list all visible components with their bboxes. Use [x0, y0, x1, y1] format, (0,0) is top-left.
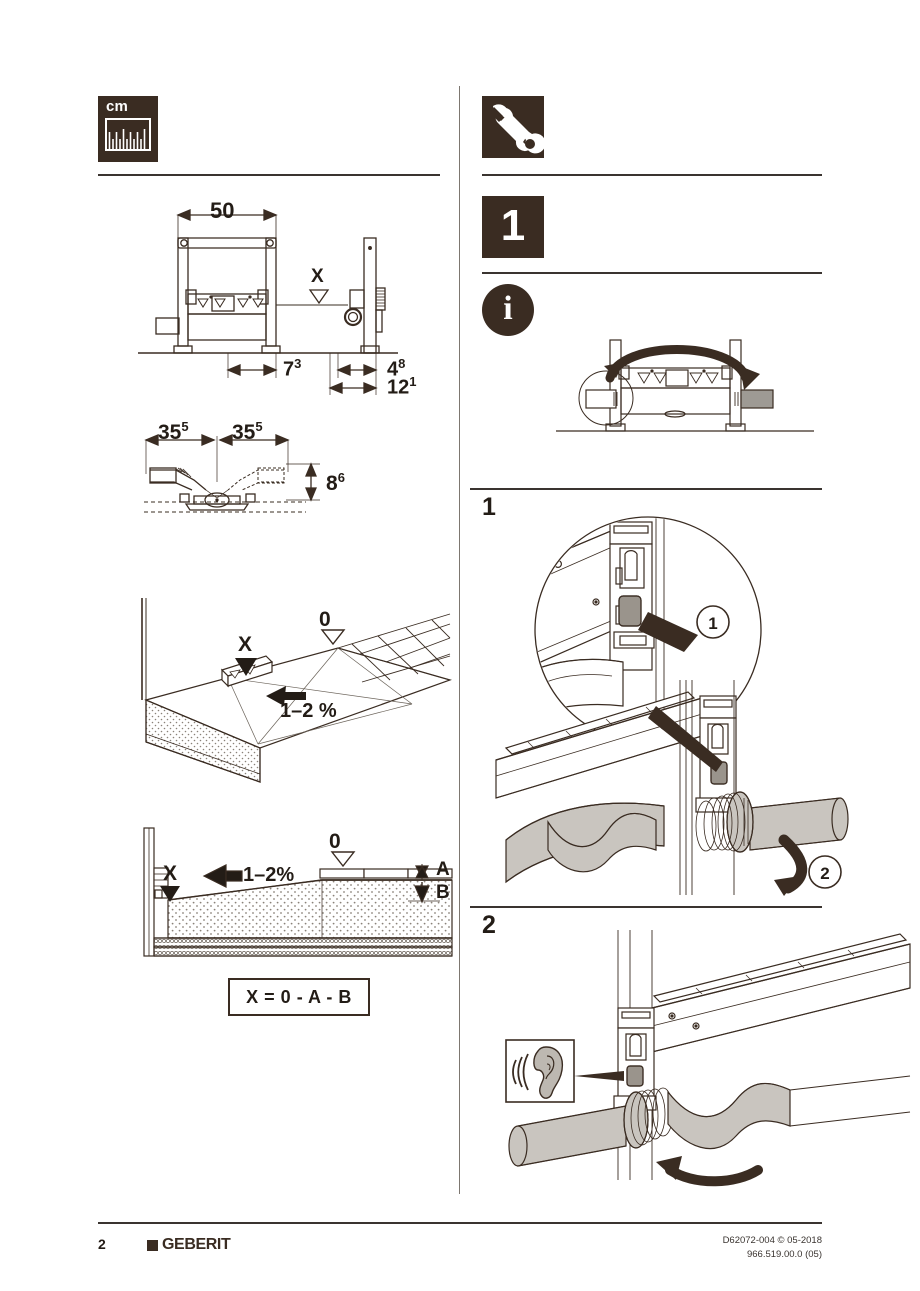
isometric-floor-drawing: 0 X 1–2 % — [100, 592, 452, 792]
footer-divider — [98, 1222, 822, 1224]
step-1-number: 1 — [482, 493, 496, 521]
formula-box: X = 0 - A - B — [228, 978, 370, 1016]
step-1-divider — [470, 488, 822, 490]
dim-marker-x: X — [311, 266, 324, 287]
step-2-illustration — [500, 930, 911, 1190]
swivel-dim-height: 86 — [326, 470, 345, 495]
section-slope-label: 1–2% — [243, 864, 295, 886]
dim-label-50: 50 — [210, 198, 235, 223]
info-diagram — [548, 339, 823, 460]
page-number: 2 — [98, 1236, 106, 1252]
document-codes: D62072-004 © 05-2018 966.519.00.0 (05) — [723, 1234, 822, 1262]
section-marker-zero: 0 — [329, 830, 341, 853]
section-dim-b: B — [436, 882, 450, 903]
ruler-icon-label: cm — [106, 98, 129, 115]
chapter-badge: 1 — [482, 196, 544, 258]
info-icon: i — [482, 284, 534, 336]
column-divider — [459, 86, 460, 1194]
step-2-number: 2 — [482, 911, 496, 939]
svg-text:1: 1 — [708, 614, 717, 633]
wrench-icon — [482, 96, 546, 158]
section-marker-x: X — [163, 862, 178, 885]
swivel-dim-left: 355 — [158, 419, 189, 444]
right-header-divider-1 — [482, 174, 822, 176]
left-header-divider — [98, 174, 440, 176]
swivel-dim-right: 355 — [232, 419, 263, 444]
section-dim-a: A — [436, 859, 450, 880]
ruler-graphic — [105, 118, 151, 151]
info-icon-glyph: i — [503, 289, 513, 327]
logo-text: GEBERIT — [162, 1236, 231, 1253]
dimension-drawing: 50 X 73 48 121 — [98, 190, 443, 405]
dim-label-12: 121 — [387, 374, 417, 399]
doc-code-line: D62072-004 © 05-2018 — [722, 1235, 822, 1246]
ruler-icon: cm — [98, 96, 158, 162]
chapter-badge-label: 1 — [500, 201, 526, 251]
iso-slope-label: 1–2 % — [280, 700, 337, 722]
iso-marker-x: X — [238, 633, 253, 656]
level-triangle-x — [308, 289, 330, 305]
right-header-divider-2 — [482, 272, 822, 274]
step-2-divider — [470, 906, 822, 908]
geberit-logo: GEBERIT — [147, 1236, 231, 1254]
article-code-line: 966.519.00.0 (05) — [746, 1248, 822, 1260]
logo-square-icon — [147, 1239, 158, 1251]
section-floor-drawing: 0 X 1–2% A B — [122, 824, 453, 969]
svg-text:2: 2 — [820, 864, 829, 883]
step-1-illustration: 1 2 — [488, 510, 908, 896]
iso-marker-zero: 0 — [319, 608, 331, 631]
dim-label-7: 73 — [283, 356, 302, 381]
swivel-drawing: 355 355 86 — [136, 419, 366, 524]
dim-label-4: 48 — [387, 356, 406, 381]
